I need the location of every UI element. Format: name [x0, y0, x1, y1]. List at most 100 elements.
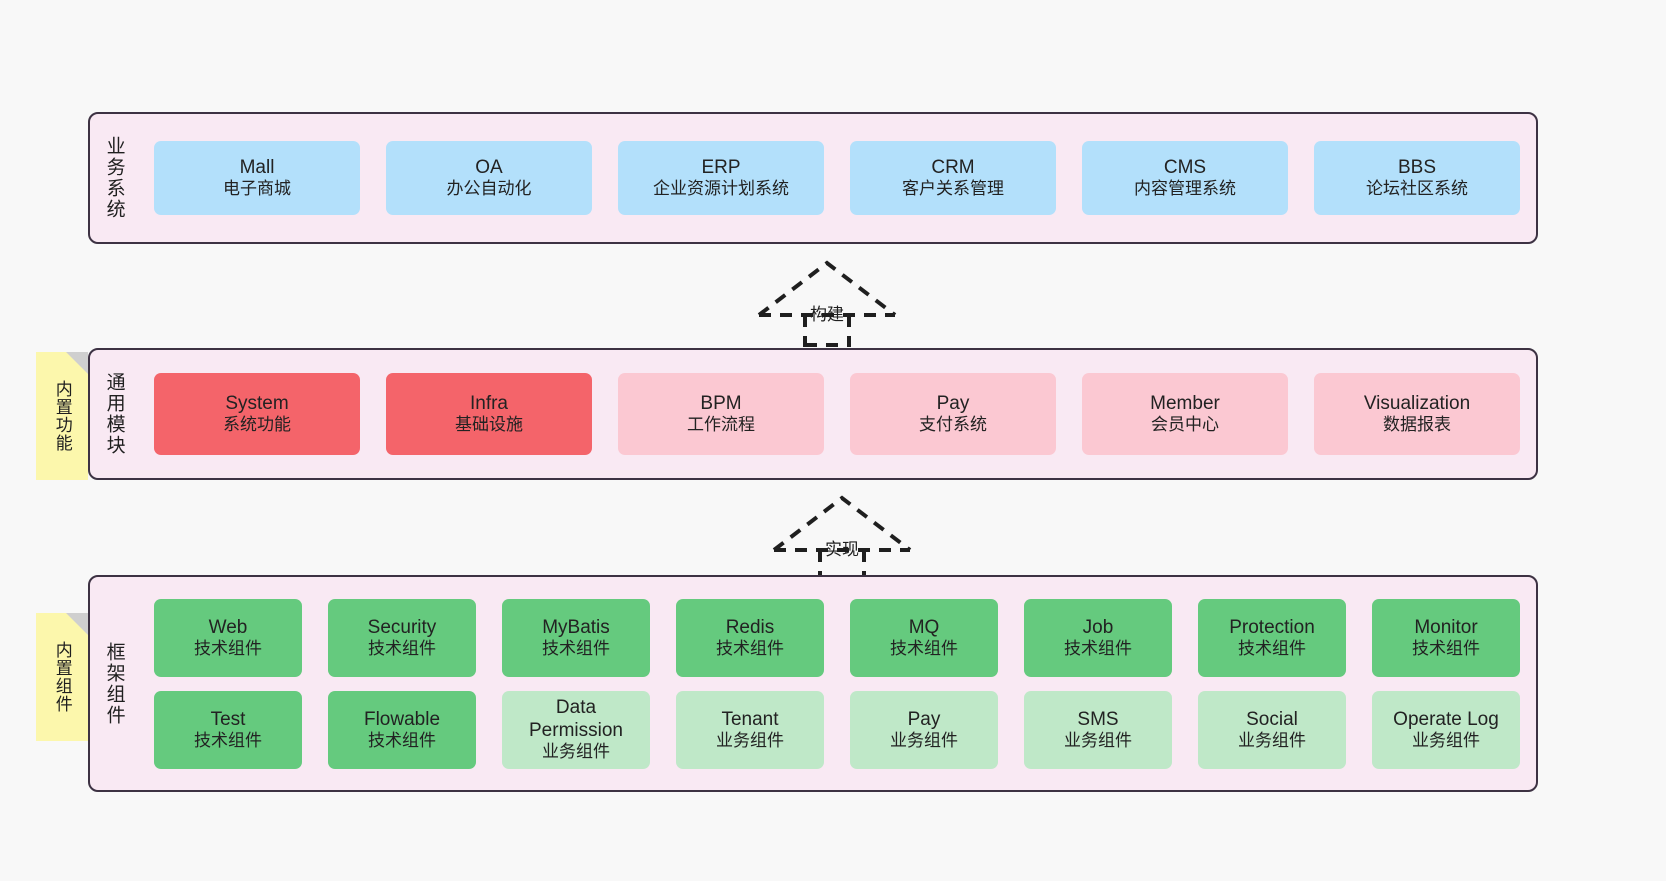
node-subtitle: 业务组件 [542, 742, 610, 762]
node-subtitle: 业务组件 [1412, 730, 1480, 750]
node-bpm[interactable]: BPM 工作流程 [618, 373, 824, 455]
layer-body-common-modules: System 系统功能 Infra 基础设施 BPM 工作流程 Pay 支付系统… [138, 350, 1536, 478]
node-title: Flowable [363, 708, 441, 730]
node-title: Operate Log [1393, 708, 1499, 730]
node-subtitle: 技术组件 [1238, 638, 1306, 658]
node-job[interactable]: Job 技术组件 [1024, 598, 1172, 677]
node-subtitle: 业务组件 [1238, 730, 1306, 750]
node-title: Tenant [721, 708, 779, 730]
node-title: OA [475, 157, 503, 179]
node-title: Data Permission [529, 696, 623, 742]
node-subtitle: 基础设施 [455, 415, 523, 435]
node-title: System [225, 393, 289, 415]
node-title: SMS [1077, 708, 1119, 730]
common-modules-row: System 系统功能 Infra 基础设施 BPM 工作流程 Pay 支付系统… [154, 373, 1520, 455]
node-subtitle: 技术组件 [194, 638, 262, 658]
node-subtitle: 工作流程 [687, 415, 755, 435]
node-title: MyBatis [542, 616, 610, 638]
node-pay-module[interactable]: Pay 支付系统 [850, 373, 1056, 455]
node-subtitle: 业务组件 [890, 730, 958, 750]
node-title: BBS [1397, 157, 1437, 179]
node-title: CMS [1163, 157, 1207, 179]
node-title: Web [208, 616, 248, 638]
layer-business-systems: 业务系统 Mall 电子商城 OA 办公自动化 ERP 企业资源计划系统 CRM… [88, 112, 1538, 244]
node-mybatis[interactable]: MyBatis 技术组件 [502, 598, 650, 677]
node-visualization[interactable]: Visualization 数据报表 [1314, 373, 1520, 455]
node-subtitle: 论坛社区系统 [1366, 179, 1468, 199]
node-flowable[interactable]: Flowable 技术组件 [328, 690, 476, 769]
node-security[interactable]: Security 技术组件 [328, 598, 476, 677]
node-system[interactable]: System 系统功能 [154, 373, 360, 455]
node-web[interactable]: Web 技术组件 [154, 598, 302, 677]
node-subtitle: 支付系统 [919, 415, 987, 435]
node-test[interactable]: Test 技术组件 [154, 690, 302, 769]
node-title: Visualization [1363, 393, 1471, 415]
node-title: Security [367, 616, 437, 638]
node-title: Pay [936, 393, 970, 415]
node-subtitle: 技术组件 [368, 730, 436, 750]
node-title: Protection [1229, 616, 1315, 638]
node-protection[interactable]: Protection 技术组件 [1198, 598, 1346, 677]
node-subtitle: 业务组件 [1064, 730, 1132, 750]
node-erp[interactable]: ERP 企业资源计划系统 [618, 141, 824, 215]
node-cms[interactable]: CMS 内容管理系统 [1082, 141, 1288, 215]
node-subtitle: 技术组件 [890, 638, 958, 658]
node-operate-log[interactable]: Operate Log 业务组件 [1372, 690, 1520, 769]
connector-label-build: 构建 [810, 305, 844, 324]
sticky-note-builtin-features: 内置功能 [36, 352, 88, 480]
node-oa[interactable]: OA 办公自动化 [386, 141, 592, 215]
business-systems-row: Mall 电子商城 OA 办公自动化 ERP 企业资源计划系统 CRM 客户关系… [154, 141, 1520, 215]
node-subtitle: 技术组件 [194, 730, 262, 750]
node-title: Pay [907, 708, 941, 730]
node-subtitle: 技术组件 [1064, 638, 1132, 658]
layer-body-framework-components: Web 技术组件 Security 技术组件 MyBatis 技术组件 Redi… [138, 577, 1536, 790]
node-crm[interactable]: CRM 客户关系管理 [850, 141, 1056, 215]
node-subtitle: 客户关系管理 [902, 179, 1004, 199]
node-data-permission[interactable]: Data Permission 业务组件 [502, 690, 650, 769]
framework-components-row-2: Test 技术组件 Flowable 技术组件 Data Permission … [154, 690, 1520, 769]
node-subtitle: 企业资源计划系统 [653, 179, 789, 199]
node-tenant[interactable]: Tenant 业务组件 [676, 690, 824, 769]
layer-framework-components: 框架组件 Web 技术组件 Security 技术组件 MyBatis 技术组件… [88, 575, 1538, 792]
node-subtitle: 技术组件 [368, 638, 436, 658]
node-title: Social [1246, 708, 1298, 730]
node-subtitle: 会员中心 [1151, 415, 1219, 435]
node-infra[interactable]: Infra 基础设施 [386, 373, 592, 455]
sticky-note-builtin-components: 内置组件 [36, 613, 88, 741]
node-subtitle: 数据报表 [1383, 415, 1451, 435]
node-mq[interactable]: MQ 技术组件 [850, 598, 998, 677]
node-bbs[interactable]: BBS 论坛社区系统 [1314, 141, 1520, 215]
framework-components-row-1: Web 技术组件 Security 技术组件 MyBatis 技术组件 Redi… [154, 598, 1520, 677]
node-title: Test [210, 708, 246, 730]
node-subtitle: 业务组件 [716, 730, 784, 750]
node-pay-component[interactable]: Pay 业务组件 [850, 690, 998, 769]
node-sms[interactable]: SMS 业务组件 [1024, 690, 1172, 769]
layer-label-common-modules: 通用模块 [103, 372, 125, 456]
node-subtitle: 办公自动化 [446, 179, 532, 199]
node-subtitle: 内容管理系统 [1134, 179, 1236, 199]
node-title: CRM [931, 157, 975, 179]
node-title: Monitor [1414, 616, 1478, 638]
node-title: Job [1082, 616, 1114, 638]
node-member[interactable]: Member 会员中心 [1082, 373, 1288, 455]
connector-implement: 实现 [752, 490, 932, 582]
node-title: BPM [700, 393, 742, 415]
node-mall[interactable]: Mall 电子商城 [154, 141, 360, 215]
layer-body-business-systems: Mall 电子商城 OA 办公自动化 ERP 企业资源计划系统 CRM 客户关系… [138, 114, 1536, 242]
layer-label-framework-components: 框架组件 [103, 641, 125, 726]
layer-label-business-systems: 业务系统 [103, 136, 125, 220]
generalization-arrow-icon [757, 260, 897, 347]
layer-common-modules: 通用模块 System 系统功能 Infra 基础设施 BPM 工作流程 Pay… [88, 348, 1538, 480]
node-monitor[interactable]: Monitor 技术组件 [1372, 598, 1520, 677]
node-subtitle: 技术组件 [542, 638, 610, 658]
node-subtitle: 技术组件 [1412, 638, 1480, 658]
node-title: ERP [701, 157, 741, 179]
node-redis[interactable]: Redis 技术组件 [676, 598, 824, 677]
node-title: Redis [725, 616, 775, 638]
node-title: MQ [908, 616, 940, 638]
node-social[interactable]: Social 业务组件 [1198, 690, 1346, 769]
node-title: Infra [469, 393, 509, 415]
connector-build: 构建 [737, 255, 917, 347]
connector-label-implement: 实现 [825, 540, 859, 559]
node-subtitle: 系统功能 [223, 415, 291, 435]
